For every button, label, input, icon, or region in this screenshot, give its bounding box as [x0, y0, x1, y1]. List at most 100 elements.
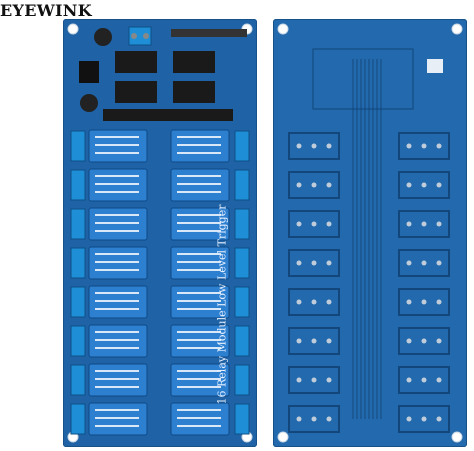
solder-pad — [406, 221, 412, 227]
relay-print — [177, 144, 221, 146]
optocoupler-row — [103, 109, 233, 121]
relay-print — [95, 417, 139, 419]
relay-print — [177, 292, 221, 294]
mount-hole — [277, 431, 289, 443]
relay-print — [177, 425, 221, 427]
screw-terminal-left — [70, 208, 86, 240]
relay-print — [95, 222, 139, 224]
relay-footprint-left — [288, 132, 340, 160]
relay-footprint-left — [288, 327, 340, 355]
solder-pad — [406, 377, 412, 383]
relay-footprint-left — [288, 171, 340, 199]
screw-terminal-right — [234, 403, 250, 435]
mount-hole — [277, 23, 289, 35]
relay-footprint-left — [288, 288, 340, 316]
voltage-regulator — [79, 61, 99, 83]
relay-print — [177, 347, 221, 349]
screw-terminal-left — [70, 169, 86, 201]
solder-pad — [421, 182, 427, 188]
relay-print — [95, 425, 139, 427]
relay-footprint-left — [288, 249, 340, 277]
relay-print — [95, 230, 139, 232]
solder-pad — [326, 143, 332, 149]
screw-terminal-right — [234, 247, 250, 279]
screw-terminal-left — [70, 130, 86, 162]
solder-pad — [296, 143, 302, 149]
solder-pad — [311, 143, 317, 149]
relay-print — [177, 409, 221, 411]
brand-logo: EYEWINK — [0, 1, 92, 20]
relay-footprint-right — [398, 288, 450, 316]
solder-pad — [296, 182, 302, 188]
relay-print — [95, 136, 139, 138]
mount-hole — [451, 23, 463, 35]
solder-pad — [436, 143, 442, 149]
solder-pad — [326, 338, 332, 344]
relay-footprint-right — [398, 171, 450, 199]
relay-print — [177, 214, 221, 216]
screw-terminal-right — [234, 130, 250, 162]
relay-footprint-left — [288, 405, 340, 433]
solder-pad — [326, 299, 332, 305]
solder-pad — [326, 416, 332, 422]
solder-pad — [436, 299, 442, 305]
relay-print — [95, 308, 139, 310]
relay-print — [177, 222, 221, 224]
relay-print — [177, 417, 221, 419]
power-terminal — [128, 26, 152, 46]
relay-print — [177, 136, 221, 138]
solder-pad — [311, 299, 317, 305]
solder-pad — [326, 377, 332, 383]
back-board-graphics — [277, 23, 463, 443]
relay-print — [95, 191, 139, 193]
relay-print — [95, 269, 139, 271]
solder-pad — [311, 260, 317, 266]
header-pins — [171, 29, 247, 37]
relay-footprint-right — [398, 249, 450, 277]
solder-pad — [427, 59, 443, 73]
relay-print — [95, 331, 139, 333]
relay-print — [95, 386, 139, 388]
relay-print — [177, 152, 221, 154]
relay-print — [177, 370, 221, 372]
solder-pad — [406, 182, 412, 188]
solder-pad — [421, 416, 427, 422]
ic-footprint — [312, 48, 414, 110]
ic-chip — [115, 51, 157, 73]
screw-terminal-left — [70, 325, 86, 357]
solder-pad — [436, 182, 442, 188]
relay-print — [95, 253, 139, 255]
front-board-graphics — [67, 23, 253, 443]
relay-print — [177, 339, 221, 341]
screw-terminal-right — [234, 286, 250, 318]
solder-pad — [296, 338, 302, 344]
relay-print — [177, 300, 221, 302]
relay-print — [95, 183, 139, 185]
relay-print — [95, 300, 139, 302]
relay-print — [95, 152, 139, 154]
solder-pad — [326, 260, 332, 266]
solder-pad — [436, 260, 442, 266]
solder-pad — [421, 221, 427, 227]
relay-print — [95, 370, 139, 372]
solder-pad — [311, 338, 317, 344]
solder-pad — [406, 260, 412, 266]
solder-pad — [421, 338, 427, 344]
solder-pad — [421, 377, 427, 383]
solder-pad — [421, 260, 427, 266]
relay-print — [177, 183, 221, 185]
solder-pad — [406, 143, 412, 149]
solder-pad — [436, 338, 442, 344]
relay-print — [95, 347, 139, 349]
solder-pad — [296, 221, 302, 227]
solder-pad — [296, 416, 302, 422]
mount-hole — [451, 431, 463, 443]
relay-footprint-right — [398, 366, 450, 394]
solder-pad — [436, 221, 442, 227]
relay-print — [177, 386, 221, 388]
relay-print — [177, 269, 221, 271]
solder-pad — [326, 221, 332, 227]
relay-footprint-right — [398, 405, 450, 433]
solder-pad — [311, 182, 317, 188]
solder-pad — [436, 377, 442, 383]
